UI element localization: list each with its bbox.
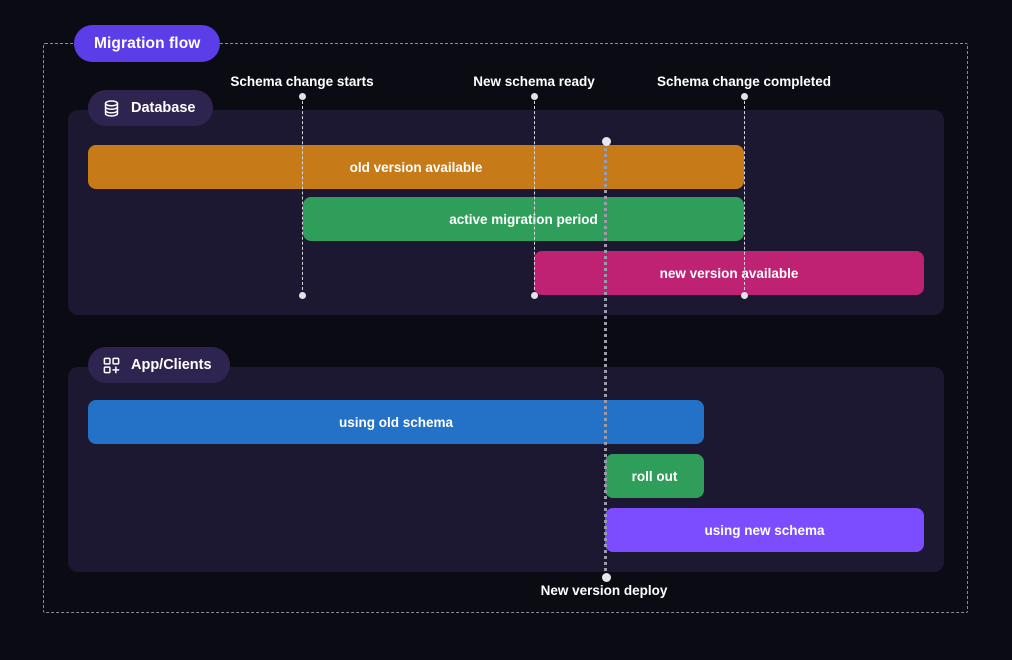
bar-new-version-available: new version available	[534, 251, 924, 295]
bar-old-version-available: old version available	[88, 145, 744, 189]
deploy-dot-top	[602, 136, 611, 146]
lane-pill-database: Database	[88, 90, 214, 126]
layout-grid-plus-icon	[102, 356, 121, 375]
deploy-label: New version deploy	[540, 583, 668, 598]
milestone-line	[744, 96, 745, 295]
milestone-dot-bottom	[298, 291, 306, 299]
diagram-title-badge: Migration flow	[74, 25, 221, 62]
deploy-line	[602, 136, 611, 582]
milestone-dot-top	[298, 92, 306, 100]
milestone-dot-bottom	[740, 291, 748, 299]
diagram-frame	[43, 43, 968, 613]
milestone-line	[302, 96, 303, 295]
bar-using-new-schema: using new schema	[605, 508, 924, 552]
milestone-dot-top	[530, 92, 538, 100]
diagram-title: Migration flow	[94, 34, 201, 52]
lane-label-database: Database	[131, 100, 196, 116]
milestone-label-new-schema-ready: New schema ready	[473, 74, 595, 89]
deploy-dot-bottom	[602, 572, 611, 582]
bar-using-old-schema: using old schema	[88, 400, 704, 444]
lane-pill-app-clients: App/Clients	[88, 347, 230, 383]
milestone-dot-top	[740, 92, 748, 100]
milestone-dot-bottom	[530, 291, 538, 299]
milestone-label-schema-change-starts: Schema change starts	[230, 74, 374, 89]
database-icon	[102, 99, 121, 118]
bar-active-migration-period: active migration period	[303, 197, 744, 241]
milestone-label-schema-change-completed: Schema change completed	[656, 74, 832, 89]
bar-roll-out: roll out	[605, 454, 704, 498]
milestone-line	[534, 96, 535, 295]
lane-label-app-clients: App/Clients	[131, 357, 212, 373]
